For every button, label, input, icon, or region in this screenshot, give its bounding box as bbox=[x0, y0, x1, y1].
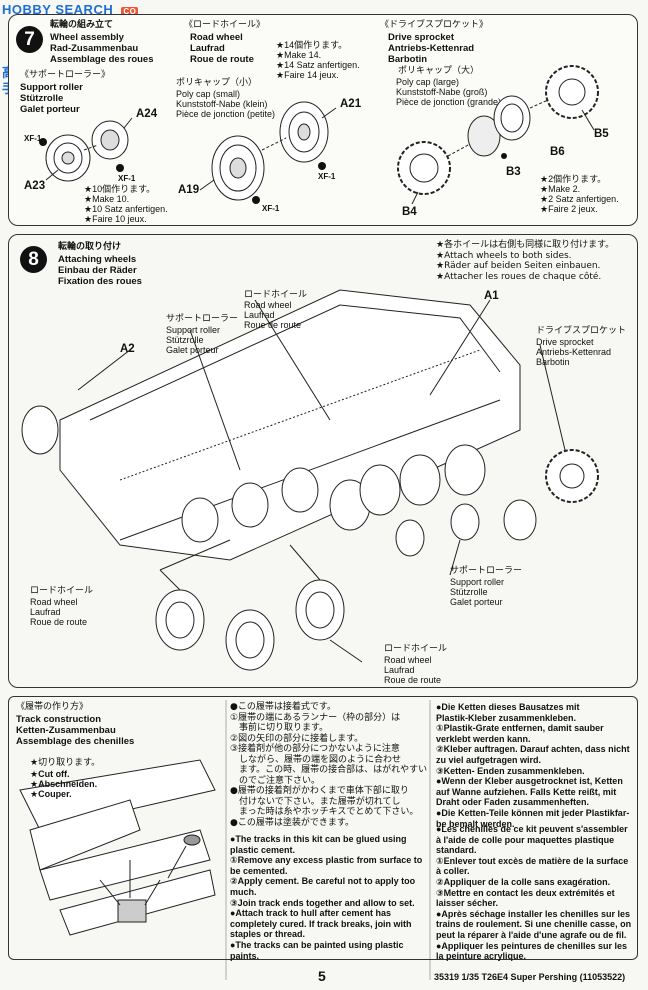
step7-number: 7 bbox=[16, 26, 43, 53]
part-a1: A1 bbox=[484, 290, 499, 302]
step8-road-wheel-1: Road wheel Laufrad Roue de route bbox=[244, 300, 302, 330]
sprocket-label: Drive sprocket Antriebs-Kettenrad Barbot… bbox=[388, 32, 475, 65]
poly-large-jp: ポリキャップ（大） bbox=[398, 66, 480, 76]
step8-note: ★各ホイールは右側も同様に取り付けます。 ★Attach wheels to b… bbox=[436, 240, 615, 282]
track-text-fr: ●Les chenilles de ce kit peuvent s'assem… bbox=[436, 824, 632, 962]
mounted-wheels bbox=[21, 405, 537, 557]
step8-number: 8 bbox=[20, 246, 47, 273]
poly-small-jp: ポリキャップ（小） bbox=[176, 78, 258, 88]
step8-road-wheel-jp-2: ロードホイール bbox=[30, 586, 94, 596]
page-number: 5 bbox=[318, 968, 326, 984]
step7-title-jp: 転輪の組み立て bbox=[50, 20, 114, 30]
support-roller-jp: 《サポートローラー》 bbox=[20, 70, 111, 80]
road-wheel-jp: 《ロードホイール》 bbox=[184, 20, 266, 30]
support-make-note: ★10個作ります。 ★Make 10. ★10 Satz anfertigen.… bbox=[84, 184, 168, 224]
part-xf1-d: XF-1 bbox=[262, 204, 280, 213]
track-text-en: ●The tracks in this kit can be glued usi… bbox=[230, 834, 423, 961]
cut-off-label: ★Cut off. ★Abschneiden. ★Couper. bbox=[30, 769, 98, 799]
part-b5: B5 bbox=[594, 128, 609, 140]
glue-brush bbox=[183, 834, 201, 846]
sprocket-jp: 《ドライブスプロケット》 bbox=[380, 20, 489, 30]
step8-support-1: Support roller Stützrolle Galet porteur bbox=[166, 325, 221, 355]
track-panel bbox=[8, 696, 638, 960]
step8-sprocket: Drive sprocket Antriebs-Kettenrad Barbot… bbox=[536, 337, 612, 367]
step8-support-jp-2: サポートローラー bbox=[450, 566, 523, 576]
cut-off-jp: ★切り取ります。 bbox=[30, 758, 101, 768]
step8-sprocket bbox=[545, 449, 599, 503]
step8-sprocket-jp: ドライブスプロケット bbox=[536, 326, 627, 336]
step8-road-wheel-3: Road wheel Laufrad Roue de route bbox=[384, 655, 442, 685]
track-title: Track construction Ketten-Zusammenbau As… bbox=[16, 714, 135, 747]
detached-wheel-2 bbox=[225, 609, 275, 671]
sprocket-make-note: ★2個作ります。 ★Make 2. ★2 Satz anfertigen. ★F… bbox=[540, 174, 619, 214]
step8-panel bbox=[8, 234, 638, 688]
road-make-note: ★14個作ります。 ★Make 14. ★14 Satz anfertigen.… bbox=[276, 40, 360, 80]
step8-support-2: Support roller Stützrolle Galet porteur bbox=[450, 577, 505, 607]
hull-drawing bbox=[59, 289, 521, 561]
road-wheel-label: Road wheel Laufrad Roue de route bbox=[190, 32, 254, 65]
part-b6: B6 bbox=[550, 146, 565, 158]
support-roller-label: Support roller Stützrolle Galet porteur bbox=[20, 82, 83, 115]
track-joint bbox=[117, 899, 147, 923]
part-a23: A23 bbox=[24, 180, 46, 192]
part-a2: A2 bbox=[120, 343, 135, 355]
part-xf1-b: XF-1 bbox=[118, 174, 136, 183]
track-text-de: ●Die Ketten dieses Bausatzes mit Plastik… bbox=[436, 702, 630, 829]
track-drawing bbox=[19, 759, 216, 831]
sprocket-drawing-2 bbox=[545, 65, 599, 119]
step8-title: Attaching wheels Einbau der Räder Fixati… bbox=[58, 254, 142, 287]
step8-support-jp-1: サポートローラー bbox=[166, 314, 239, 324]
step8-road-wheel-jp-1: ロードホイール bbox=[244, 290, 308, 300]
part-a24: A24 bbox=[136, 108, 158, 120]
watermark: HOBBY SEARCH CO bbox=[2, 2, 139, 17]
track-text-jp: ●この履帯は接着式です。 ①履帯の端にあるランナー（枠の部分）は 事前に切り取り… bbox=[230, 702, 428, 828]
footer-code: 35319 1/35 T26E4 Super Pershing (1105352… bbox=[434, 972, 626, 982]
poly-large-label: Poly cap (large) Kunststoff-Nabe (groß) … bbox=[396, 77, 502, 107]
part-b4: B4 bbox=[402, 206, 417, 218]
part-xf1-c: XF-1 bbox=[318, 172, 336, 181]
part-b3: B3 bbox=[506, 166, 521, 178]
part-a19: A19 bbox=[178, 184, 200, 196]
track-title-jp: 《履帯の作り方》 bbox=[16, 702, 89, 712]
sprocket-hub-drawing bbox=[467, 115, 501, 157]
step7-title: Wheel assembly Rad-Zusammenbau Assemblag… bbox=[50, 32, 154, 65]
watermark-badge: CO bbox=[121, 7, 139, 16]
poly-small-label: Poly cap (small) Kunststoff-Nabe (klein)… bbox=[176, 89, 276, 119]
step8-road-wheel-2: Road wheel Laufrad Roue de route bbox=[30, 597, 88, 627]
step8-road-wheel-jp-3: ロードホイール bbox=[384, 644, 448, 654]
part-xf1-a: XF-1 bbox=[24, 134, 42, 143]
step8-title-jp: 転輪の取り付け bbox=[58, 242, 122, 252]
part-a21: A21 bbox=[340, 98, 362, 110]
sprocket-drawing-1 bbox=[397, 141, 451, 195]
